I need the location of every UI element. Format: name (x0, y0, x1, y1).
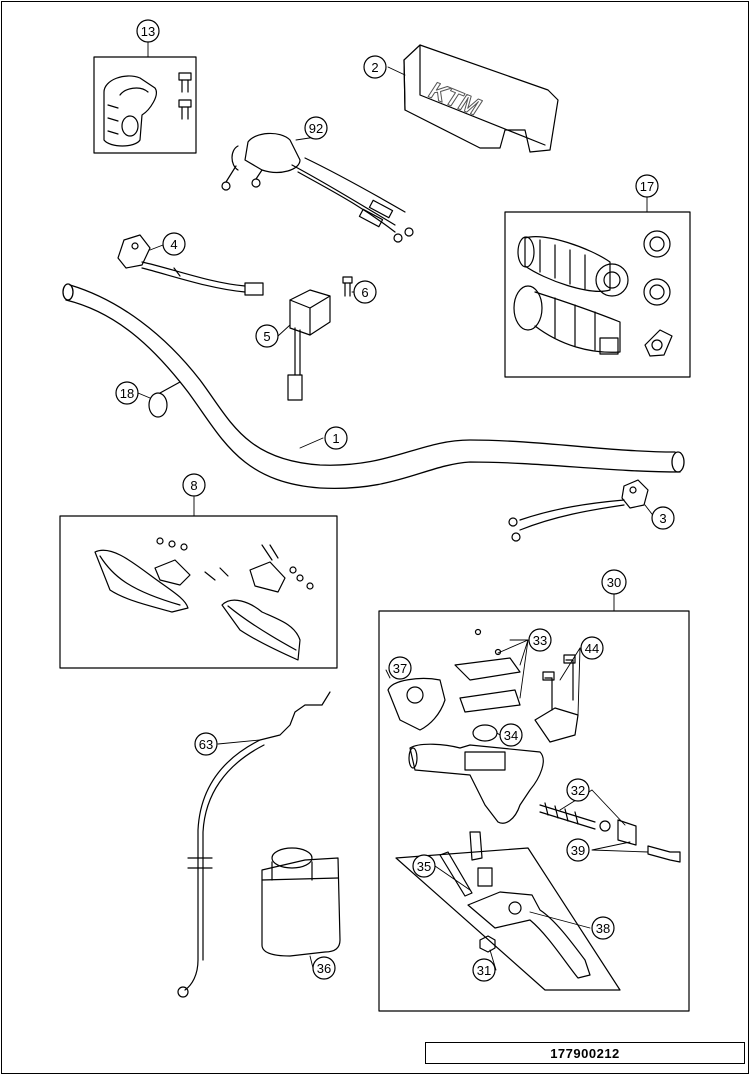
svg-text:44: 44 (585, 641, 599, 656)
callout-37: 37 (388, 656, 412, 680)
svg-text:17: 17 (640, 179, 654, 194)
bolt-13b (178, 99, 192, 120)
adjuster-35 (439, 851, 473, 897)
handguard-mount-right (249, 544, 314, 593)
callout-31: 31 (472, 958, 496, 982)
callout-4: 4 (162, 232, 186, 256)
callout-6: 6 (353, 280, 377, 304)
master-cylinder-body (408, 743, 544, 824)
svg-text:34: 34 (504, 728, 518, 743)
svg-text:37: 37 (393, 661, 407, 676)
group-box-13 (93, 56, 197, 154)
document-number-box: 177900212 (425, 1042, 745, 1064)
svg-text:13: 13 (141, 24, 155, 39)
bracket-37 (387, 677, 446, 731)
callouts: 13 2 92 17 4 6 5 18 1 8 3 30 33 44 37 34… (115, 19, 675, 982)
callout-8: 8 (182, 473, 206, 497)
reservoir-cap-assembly (454, 628, 521, 713)
pivot-bolt (469, 831, 493, 887)
clamp-44 (534, 654, 579, 743)
callout-1: 1 (324, 426, 348, 450)
callout-38: 38 (591, 916, 615, 940)
group-box-17 (504, 211, 691, 378)
cable-63 (177, 691, 331, 998)
callout-2: 2 (363, 55, 387, 79)
svg-text:4: 4 (170, 237, 177, 252)
svg-text:18: 18 (120, 386, 134, 401)
callout-33: 33 (528, 628, 552, 652)
bolt-13a (178, 72, 192, 93)
push-rod-39 (647, 845, 681, 863)
svg-text:5: 5 (263, 329, 270, 344)
callout-36: 36 (312, 956, 336, 980)
throttle-housing-13 (103, 75, 157, 147)
callout-30: 30 (601, 569, 627, 595)
svg-text:2: 2 (371, 60, 378, 75)
group-box-30 (378, 610, 690, 1012)
switch-5 (287, 289, 331, 401)
diaphragm-34 (472, 724, 498, 742)
svg-text:33: 33 (533, 633, 547, 648)
svg-text:39: 39 (571, 843, 585, 858)
screw-6 (342, 276, 353, 297)
callout-13: 13 (136, 19, 160, 43)
svg-text:63: 63 (199, 737, 213, 752)
svg-text:30: 30 (607, 575, 621, 590)
svg-text:31: 31 (477, 963, 491, 978)
piston-32 (539, 802, 637, 846)
handguard-mount-left (154, 537, 229, 586)
callout-3: 3 (651, 506, 675, 530)
callout-32: 32 (566, 778, 590, 802)
svg-text:36: 36 (317, 961, 331, 976)
cable-tie-18 (148, 381, 181, 418)
svg-text:8: 8 (190, 478, 197, 493)
svg-text:32: 32 (571, 783, 585, 798)
svg-text:38: 38 (596, 921, 610, 936)
grip-adapter-b (643, 278, 671, 306)
nut-31 (479, 935, 496, 953)
callout-44: 44 (580, 636, 604, 660)
callout-35: 35 (412, 854, 436, 878)
svg-text:6: 6 (361, 285, 368, 300)
switch-3 (508, 479, 649, 542)
grip-right (513, 285, 621, 355)
handlebar-pad: KTM (403, 44, 559, 153)
svg-text:35: 35 (417, 859, 431, 874)
callout-17: 17 (635, 174, 659, 198)
handlebar (62, 283, 685, 490)
lever-subgroup-outline (395, 847, 621, 991)
grip-left (517, 236, 629, 297)
handguard-right (221, 599, 301, 661)
callout-34: 34 (499, 723, 523, 747)
switch-4 (117, 234, 264, 296)
grip-adapter-a (643, 230, 671, 258)
svg-text:3: 3 (659, 511, 666, 526)
svg-text:1: 1 (332, 431, 339, 446)
throttle-assembly-92 (221, 132, 414, 243)
callout-63: 63 (194, 732, 218, 756)
lever-38 (467, 891, 591, 979)
callout-92: 92 (304, 116, 328, 140)
callout-39: 39 (566, 838, 590, 862)
group-box-8 (59, 515, 338, 669)
oil-bottle-36 (261, 847, 341, 957)
svg-text:92: 92 (309, 121, 323, 136)
brand-mark: KTM (425, 77, 484, 122)
grip-adapter-c (644, 329, 673, 357)
document-number: 177900212 (550, 1045, 620, 1061)
callout-18: 18 (115, 381, 139, 405)
handguard-left (94, 549, 189, 613)
callout-5: 5 (255, 324, 279, 348)
